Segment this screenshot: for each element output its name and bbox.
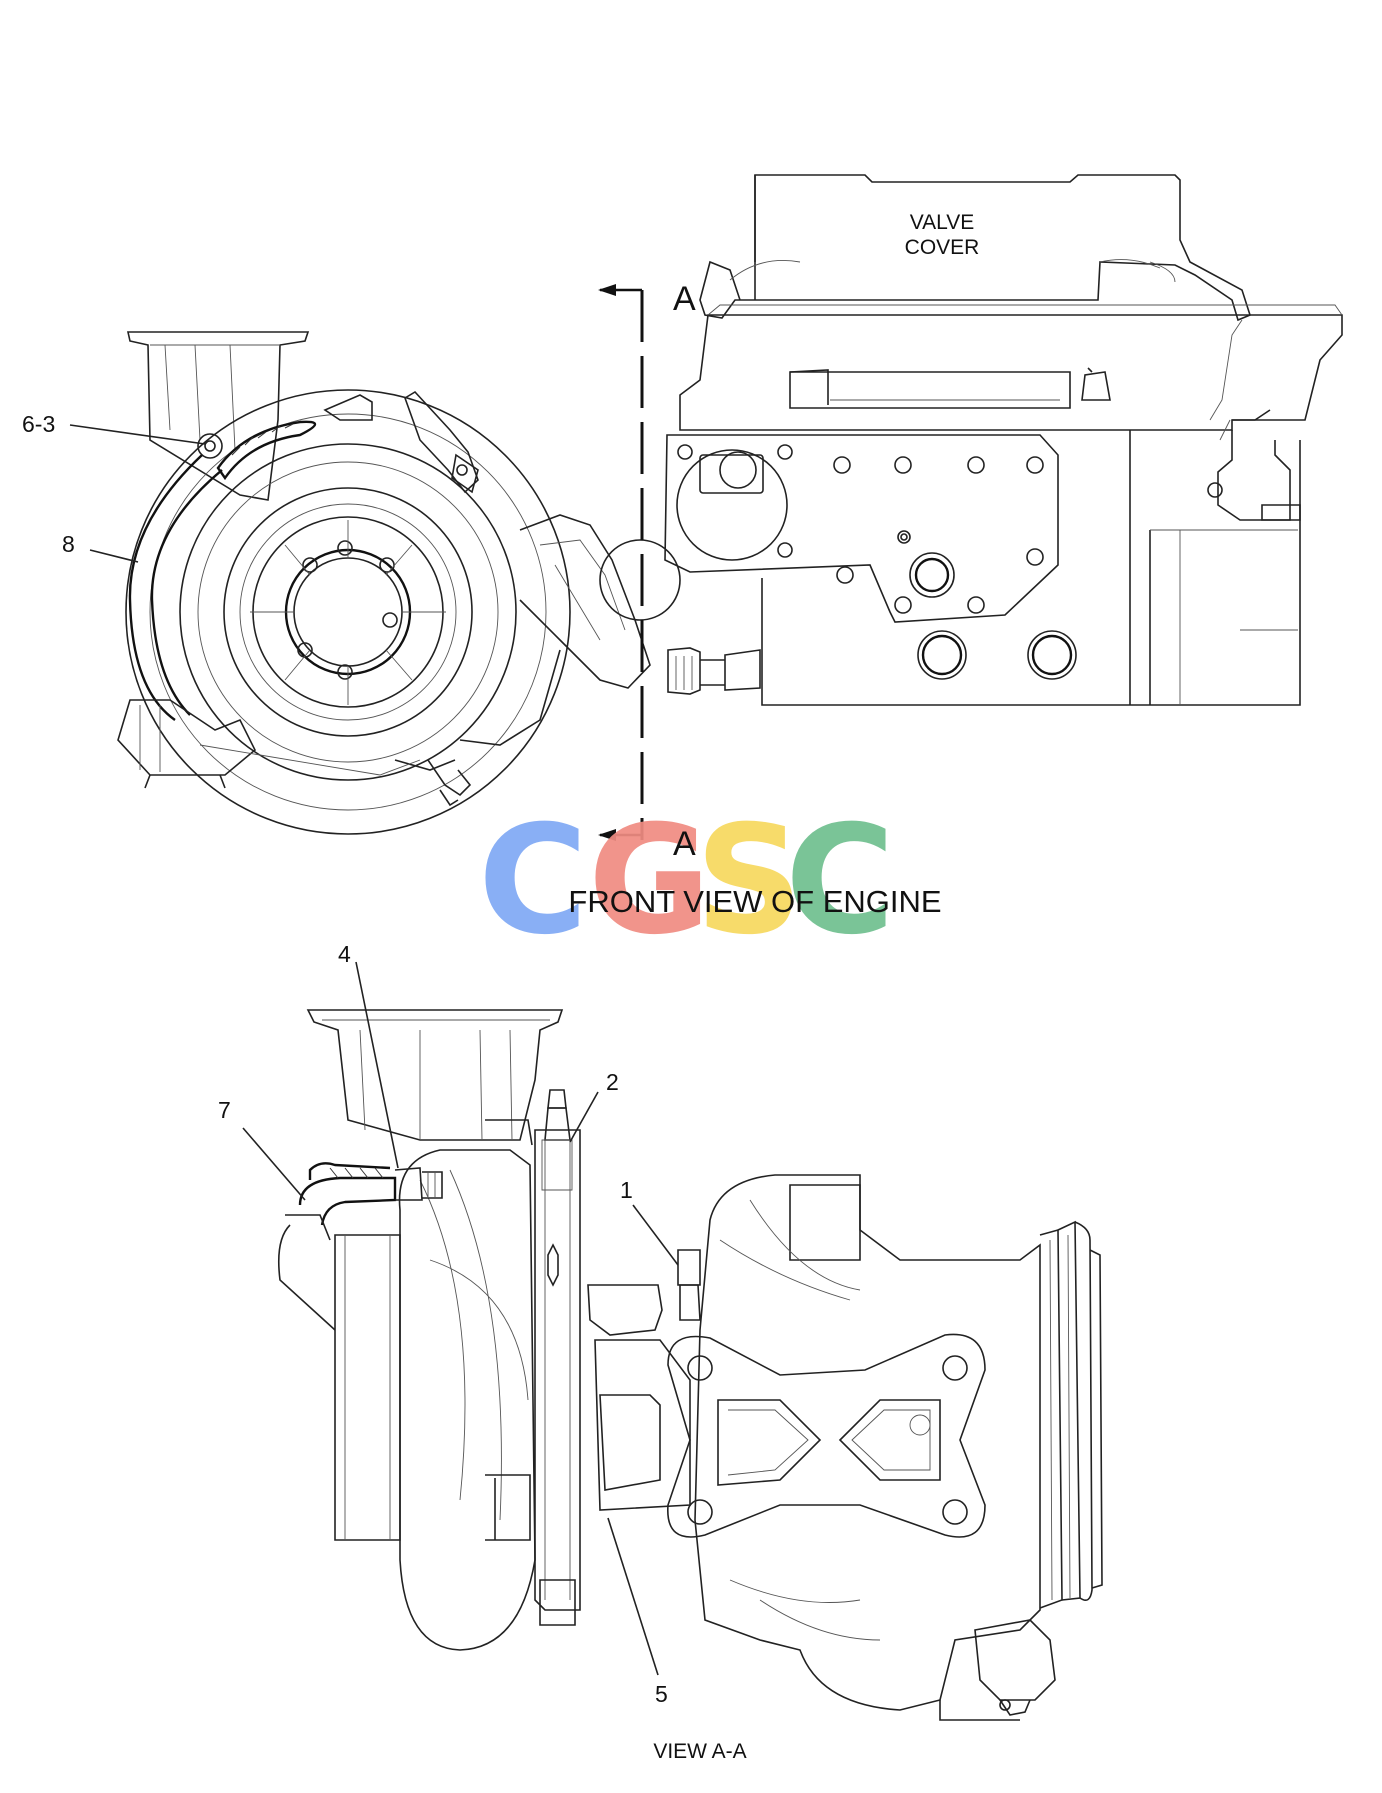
leader-lines (69, 424, 679, 1676)
turbocharger-side (277, 1009, 1103, 1721)
callout-8: 8 (62, 531, 75, 557)
turbocharger-front (117, 331, 681, 835)
section-line-a-a (598, 284, 644, 841)
callout-7: 7 (218, 1097, 231, 1123)
watermark-letter-c1: C (478, 794, 588, 968)
callout-6-3: 6-3 (22, 411, 55, 437)
section-label-top: A (673, 280, 696, 318)
valve-cover-label-line1: VALVE (910, 211, 975, 234)
engine-block (664, 174, 1343, 706)
wheel-bolts (297, 540, 398, 680)
callout-2: 2 (606, 1069, 619, 1095)
watermark-letter-c2: C (785, 794, 895, 968)
view-a-a-caption: VIEW A-A (653, 1740, 746, 1763)
watermark-letter-s: S (695, 794, 803, 968)
section-label-bottom: A (673, 825, 696, 863)
watermark-logo: C G S C (478, 794, 895, 968)
valve-cover-label-line2: COVER (905, 236, 980, 259)
callout-1: 1 (620, 1177, 633, 1203)
plate-bolts (677, 444, 1044, 614)
watermark-letter-g: G (588, 794, 711, 968)
front-view-caption: FRONT VIEW OF ENGINE (568, 884, 941, 919)
callout-5: 5 (655, 1681, 668, 1707)
callout-4: 4 (338, 941, 351, 967)
